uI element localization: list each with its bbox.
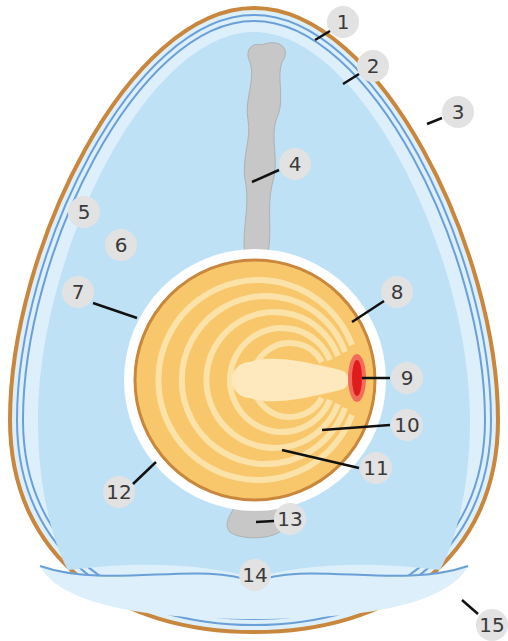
callout-number: 1	[337, 12, 350, 32]
callout-number: 14	[242, 565, 267, 585]
callout-number: 3	[452, 102, 465, 122]
callout-number: 4	[289, 154, 302, 174]
callout-number: 11	[363, 458, 388, 478]
callout-number: 5	[78, 202, 91, 222]
callout-number: 2	[367, 56, 380, 76]
callout-number: 6	[115, 235, 128, 255]
callout-number: 8	[391, 282, 404, 302]
callout-number: 12	[106, 482, 131, 502]
callout-number: 13	[277, 509, 302, 529]
callout-number: 9	[401, 368, 414, 388]
callout-number: 7	[72, 282, 85, 302]
callout-number: 10	[394, 415, 419, 435]
callout-number: 15	[479, 615, 504, 635]
